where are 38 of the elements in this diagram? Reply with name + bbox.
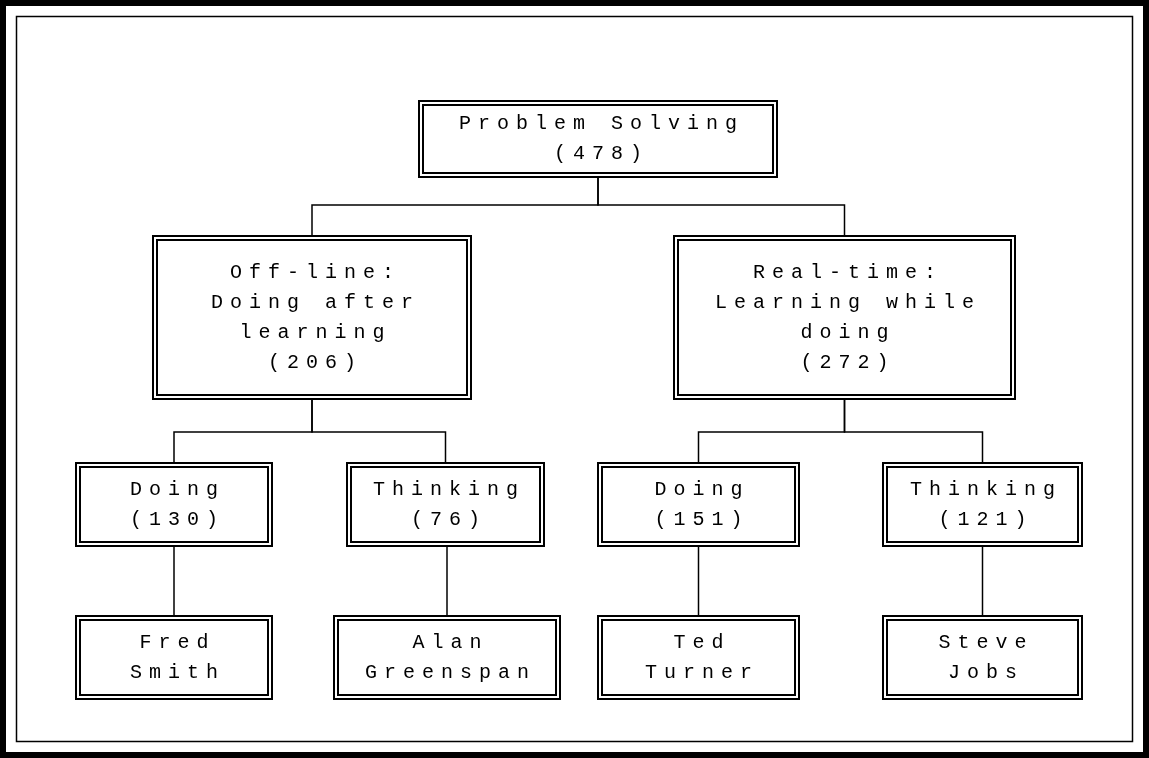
connector-line (697, 546, 700, 616)
box-label: Ted Turner (644, 629, 760, 686)
box-label: (206) (268, 349, 363, 376)
double-border-box (882, 615, 1083, 700)
box-label: (76) (411, 506, 487, 533)
box-label: Thinking (373, 476, 525, 503)
double-border-box (597, 462, 800, 547)
box-label: Off-line: (230, 259, 401, 286)
double-border-box (333, 615, 561, 700)
connector-line (311, 399, 447, 463)
double-border-box (882, 462, 1083, 547)
double-border-box (346, 462, 545, 547)
double-border-box (673, 235, 1016, 400)
box-label: (130) (130, 506, 225, 533)
box-label: Doing (654, 476, 750, 503)
box-label: (151) (654, 506, 750, 533)
box-label: (272) (800, 349, 896, 376)
box-label: Learning while doing (714, 289, 982, 346)
connector-line (446, 546, 448, 616)
connector-line (173, 546, 175, 616)
box-label: Doing after learning (210, 289, 421, 346)
box-label: Thinking (910, 476, 1062, 503)
box-label: (478) (554, 141, 649, 167)
connector-line (597, 177, 846, 236)
connector-line (843, 399, 984, 463)
double-border-box (597, 615, 800, 700)
double-border-box (75, 462, 273, 547)
box-label: Alan Greenspan (364, 629, 537, 686)
connector-line (981, 546, 984, 616)
double-border-box (152, 235, 472, 400)
box-label: Problem Solving (459, 111, 744, 137)
box-label: Real-time: (753, 259, 943, 286)
double-border-box (418, 100, 778, 178)
box-label: Doing (130, 476, 225, 503)
box-label: Fred Smith (129, 629, 226, 686)
double-border-box (75, 615, 273, 700)
box-label: (121) (938, 506, 1034, 533)
box-label: Steve Jobs (937, 629, 1035, 686)
